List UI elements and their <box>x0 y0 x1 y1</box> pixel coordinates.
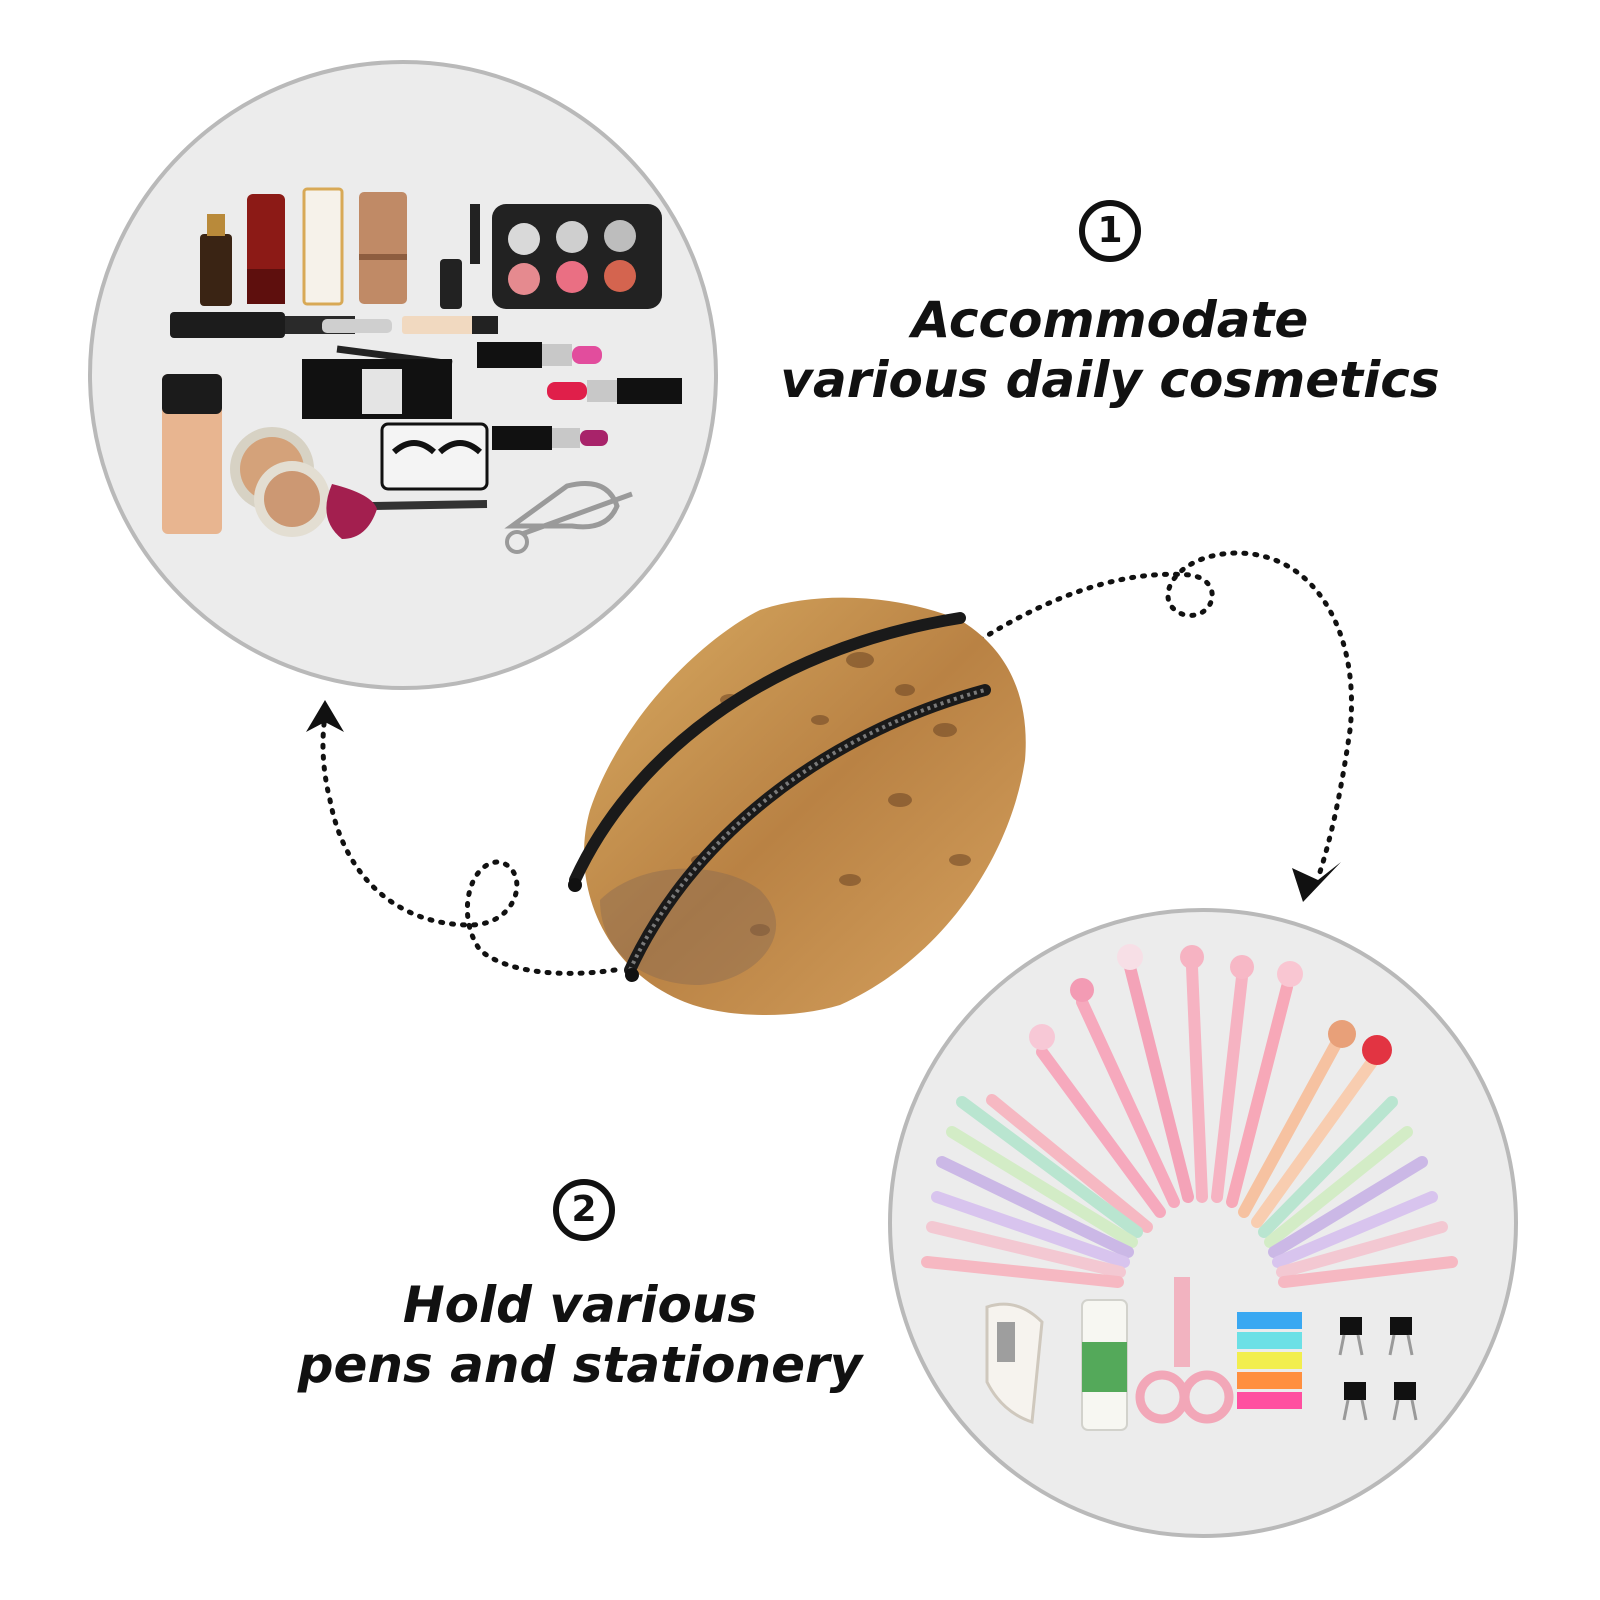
arrowhead-up-icon <box>306 700 344 732</box>
cosmetics-circle <box>88 60 718 690</box>
feature-2-line-1: Hold various <box>402 1276 758 1334</box>
feature-1-line-2: various daily cosmetics <box>780 351 1440 409</box>
step-number-1: 1 <box>1079 200 1141 262</box>
zipper-top <box>569 612 966 886</box>
zipper-bottom <box>624 684 991 976</box>
stationery-circle <box>888 908 1518 1538</box>
feature-2-line-2: pens and stationery <box>297 1336 863 1394</box>
dotted-arrow-path-left <box>320 713 618 976</box>
step-number-2: 2 <box>553 1179 615 1241</box>
dotted-arrow-path-right <box>977 550 1354 875</box>
arrowhead-down-icon <box>1292 862 1341 902</box>
stationery-illustration <box>921 944 1458 1431</box>
feature-1-line-1: Accommodate <box>911 291 1309 349</box>
cosmetics-illustration <box>162 187 682 554</box>
feature-1-caption: Accommodate various daily cosmetics <box>760 290 1460 410</box>
feature-2-caption: Hold various pens and stationery <box>230 1275 930 1395</box>
